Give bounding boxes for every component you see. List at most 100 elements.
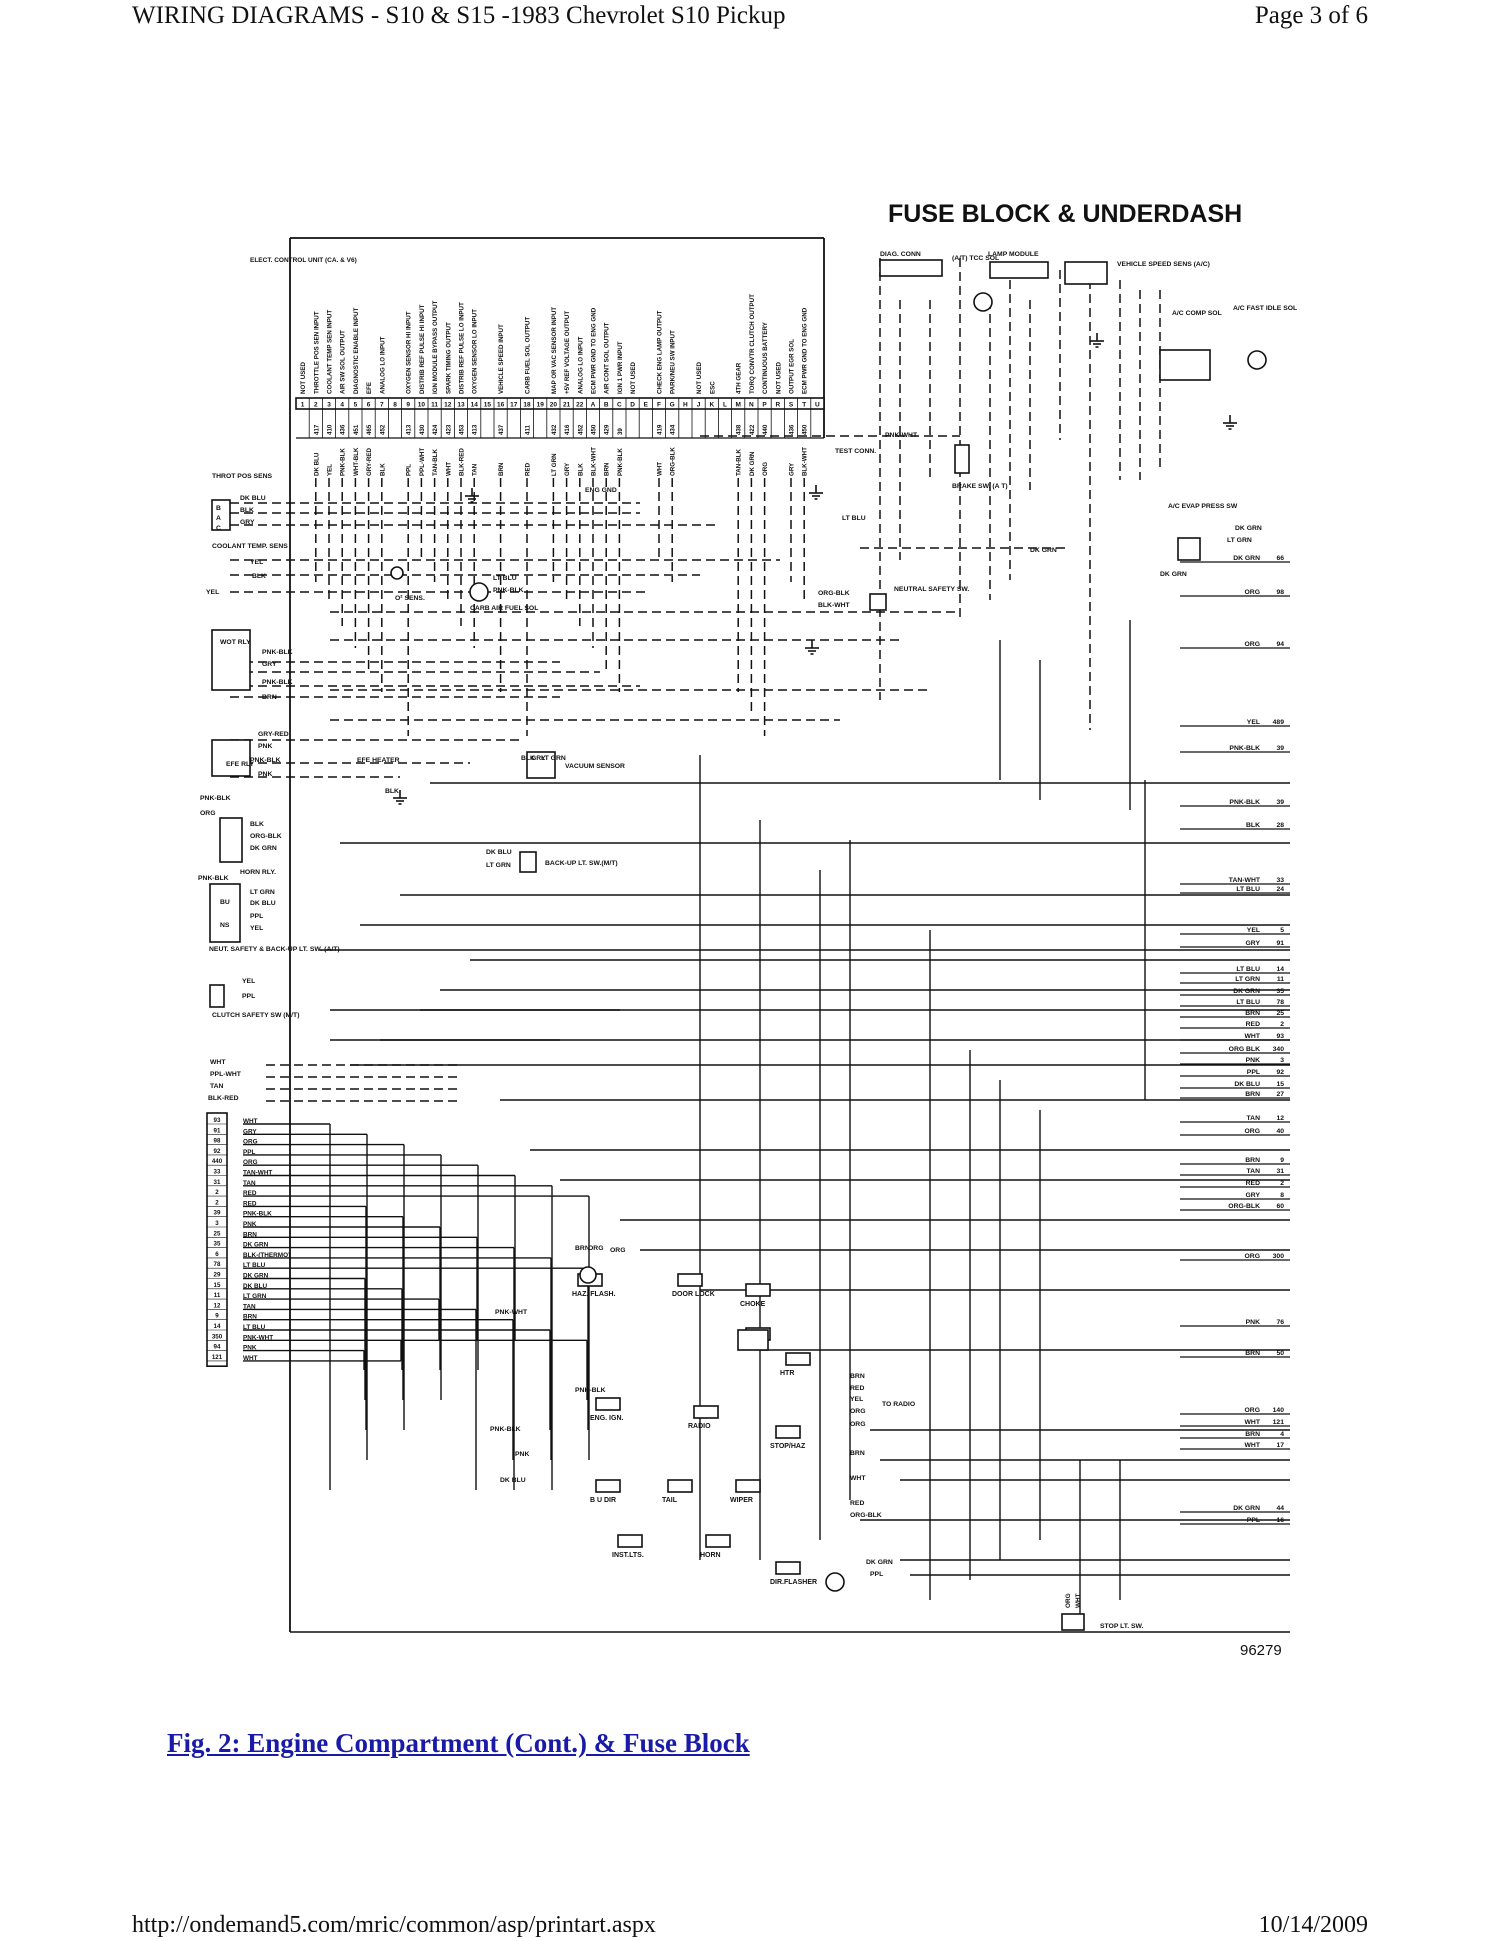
component-label: DK GRN xyxy=(250,845,277,852)
fuse-wire-label: ORG-BLK xyxy=(850,1512,882,1519)
connector-wire-color: RED xyxy=(243,1200,257,1207)
ecu-wire-number: 423 xyxy=(445,424,452,435)
fuse-label: INST.LTS. xyxy=(612,1552,644,1559)
figure-caption-link[interactable]: Fig. 2: Engine Compartment (Cont.) & Fus… xyxy=(167,1728,750,1758)
right-wire-number: 5 xyxy=(1280,927,1284,934)
right-wire-color: PNK xyxy=(1246,1319,1260,1326)
component-label: (A/T) TCC SOL xyxy=(952,255,999,262)
right-wire-color: ORG-BLK xyxy=(1228,1203,1260,1210)
connector-pin-number: 11 xyxy=(214,1292,221,1299)
component-label: LT GRN xyxy=(250,889,275,896)
component-label: A/C COMP SOL xyxy=(1172,310,1222,317)
right-wire-color: BRN xyxy=(1245,1431,1260,1438)
right-wire-color: BRN xyxy=(1245,1010,1260,1017)
fuse-wire-label: PNK xyxy=(515,1451,529,1458)
right-wire-number: 94 xyxy=(1276,641,1284,648)
right-wire-number: 66 xyxy=(1276,555,1284,562)
ecu-wire-number: 422 xyxy=(749,424,756,435)
right-wire-color: WHT xyxy=(1245,1419,1261,1426)
right-wire-number: 50 xyxy=(1276,1350,1284,1357)
ecu-pin-function: DISTRIB REF PULSE LO INPUT xyxy=(459,302,466,394)
fuse-label: ENG. IGN. xyxy=(590,1415,624,1422)
fuse-body xyxy=(595,1397,621,1411)
component-label: COOLANT TEMP. SENS xyxy=(212,543,288,550)
right-wire-number: 31 xyxy=(1276,1168,1284,1175)
ecu-pin-number: 14 xyxy=(471,402,479,409)
ecu-wire-number: 434 xyxy=(670,424,677,435)
diag-connector xyxy=(879,259,943,277)
fuse-wire-label: TO RADIO xyxy=(882,1401,915,1408)
ecu-pin-function: NOT USED xyxy=(696,361,703,394)
ac-evap-press-sw xyxy=(1177,537,1201,561)
ecu-pin-number: E xyxy=(644,402,649,409)
ecu-wire-number: 417 xyxy=(313,424,320,435)
right-wire-color: DK BLU xyxy=(1234,1081,1260,1088)
fuse-wire-label: RED xyxy=(850,1500,864,1507)
fuse-label: RADIO xyxy=(688,1423,711,1430)
ecu-wire-number: 436 xyxy=(340,424,347,435)
fuse-label: HAZ. FLASH. xyxy=(572,1291,616,1298)
component-label: CARB AIR FUEL SOL xyxy=(470,605,538,612)
ecu-wire-color: WHT xyxy=(657,462,664,476)
right-wire-number: 25 xyxy=(1276,1010,1284,1017)
connector-wire-color: PPL xyxy=(243,1149,256,1156)
fuse-label: HTR xyxy=(780,1370,794,1377)
right-wire-color: BRN xyxy=(1245,1350,1260,1357)
component-label: LT GRN xyxy=(541,755,566,762)
right-wire-color: ORG xyxy=(1245,589,1260,596)
ground-symbol xyxy=(809,485,823,500)
right-wire-number: 39 xyxy=(1276,799,1284,806)
right-wire-number: 92 xyxy=(1276,1069,1284,1076)
ecu-wire-color: WHT-BLK xyxy=(353,447,360,476)
right-wire-number: 140 xyxy=(1273,1407,1285,1414)
connector-pin-number: 2 xyxy=(215,1199,219,1206)
connector-wire-color: GRY xyxy=(243,1128,257,1135)
ecu-pin-function: IGN 1 PWR INPUT xyxy=(617,341,624,394)
footer-url: http://ondemand5.com/mric/common/asp/pri… xyxy=(132,1912,656,1938)
ecu-wire-color: PPL-WHT xyxy=(419,448,426,476)
component-label: PNK-BLK xyxy=(262,649,293,656)
component-label: A xyxy=(216,515,221,522)
ecu-pin-function: OXYGEN SENSOR LO INPUT xyxy=(472,309,479,394)
component-label: DK GRN xyxy=(1030,547,1057,554)
ecu-pin-function: CONTINUOUS BATTERY xyxy=(762,321,769,394)
connector-wire-color: ORG xyxy=(243,1159,258,1166)
component-label: ENG GND xyxy=(585,487,617,494)
ecu-pin-function: +5V REF VOLTAGE OUTPUT xyxy=(564,311,571,394)
component-label: C xyxy=(216,525,221,532)
fuse-body xyxy=(693,1405,719,1419)
component-label: LAMP MODULE xyxy=(988,251,1039,258)
ecu-wire-number: 452 xyxy=(379,424,386,435)
ecu-pin-function: ECM PWR GND TO ENG GND xyxy=(802,307,809,394)
neutral-safety-backup-switch xyxy=(209,883,241,943)
fuse-wire-label: PNK-WHT xyxy=(495,1309,528,1316)
ecu-label: ELECT. CONTROL UNIT (CA. & V6) xyxy=(250,257,357,264)
ecu-wire-number: 416 xyxy=(564,424,571,435)
brake-switch xyxy=(954,444,970,474)
ecu-pin-number: 16 xyxy=(497,402,505,409)
right-wire-color: LT BLU xyxy=(1236,966,1260,973)
ecu-wire-color: BRN xyxy=(604,462,611,476)
fuse-wire-label: PNK-BLK xyxy=(575,1387,606,1394)
carb-air-fuel-sol xyxy=(469,582,489,602)
connector-wire-color: DK GRN xyxy=(243,1273,269,1280)
connector-wire-color: DK GRN xyxy=(243,1242,269,1249)
connector-wire-color: RED xyxy=(243,1190,257,1197)
component-label: VEHICLE SPEED SENS (A/C) xyxy=(1117,261,1210,268)
connector-pin-number: 31 xyxy=(214,1179,221,1186)
ecu-pin-number: T xyxy=(802,402,806,409)
connector-pin-number: 39 xyxy=(214,1210,221,1217)
right-wire-color: LT BLU xyxy=(1236,886,1260,893)
fuse-wire-label: ORG xyxy=(850,1421,865,1428)
clutch-safety-switch xyxy=(209,984,225,1008)
fuse-wire-label: DK BLU xyxy=(500,1477,526,1484)
component-label: WHT xyxy=(210,1059,226,1066)
right-wire-number: 3 xyxy=(1280,1057,1284,1064)
ecu-wire-color: RED xyxy=(525,462,532,476)
fuse-body xyxy=(705,1534,731,1548)
fuse-body xyxy=(667,1479,693,1493)
connector-pin-number: 12 xyxy=(214,1302,221,1309)
ground-symbol xyxy=(393,790,407,805)
ecu-pin-function: VEHICLE SPEED INPUT xyxy=(498,324,505,394)
ecu-pin-number: M xyxy=(735,402,740,409)
